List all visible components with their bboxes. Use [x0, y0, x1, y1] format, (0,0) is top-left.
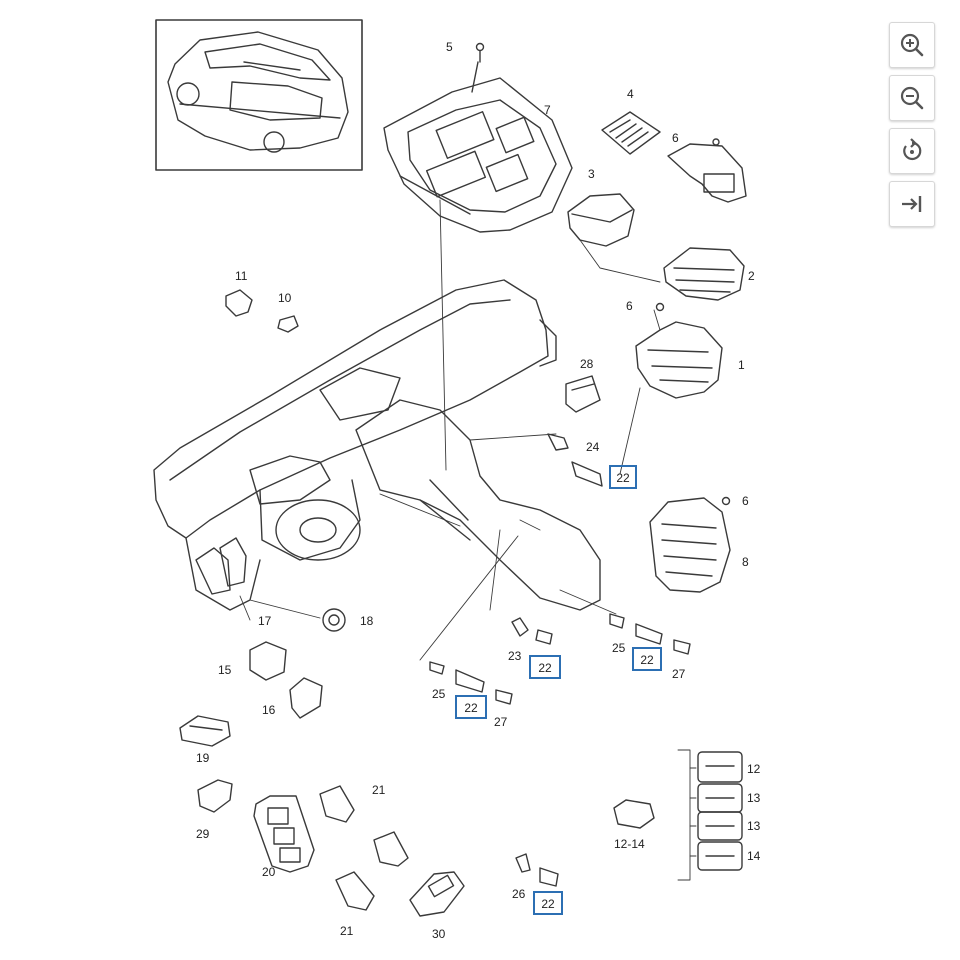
- callout-label: 7: [544, 103, 551, 117]
- part-30-switch: [409, 871, 465, 917]
- part-12-14-switch: [613, 799, 655, 829]
- callout-label: 22: [541, 897, 555, 911]
- callout-label: 26: [512, 887, 526, 901]
- callout-label: 28: [580, 357, 594, 371]
- part-1-housing: [635, 321, 723, 399]
- callout-label: 22: [538, 661, 552, 675]
- zoom-in-button[interactable]: [889, 22, 935, 68]
- callout-label: 12: [747, 762, 761, 776]
- part-16-bracket: [289, 677, 323, 719]
- bulb-parts: [429, 613, 691, 887]
- part-24-connector: [547, 433, 603, 487]
- callout-label: 1: [738, 358, 745, 372]
- highlighted-callout-22[interactable]: 22: [609, 465, 637, 489]
- callout-label: 17: [258, 614, 272, 628]
- callout-label: 20: [262, 865, 276, 879]
- part-19-panel: [179, 715, 231, 747]
- part-11-sensor: [225, 289, 253, 317]
- dashboard-assembly: [153, 279, 601, 611]
- callout-label: 29: [196, 827, 210, 841]
- callout-label: 15: [218, 663, 232, 677]
- zoom-out-button[interactable]: [889, 75, 935, 121]
- part-5-trim: [667, 143, 747, 203]
- highlighted-callout-22[interactable]: 22: [529, 655, 561, 679]
- callout-label: 14: [747, 849, 761, 863]
- callout-label: 16: [262, 703, 276, 717]
- viewer-toolbar: [889, 22, 935, 227]
- part-3-cover: [567, 193, 635, 247]
- part-8-switch-panel: [649, 497, 731, 593]
- part-29-switch: [197, 779, 233, 813]
- part-7-center-console: [383, 61, 573, 233]
- highlighted-callout-22[interactable]: 22: [455, 695, 487, 719]
- callout-label: 25: [432, 687, 446, 701]
- callout-label: 18: [360, 614, 374, 628]
- collapse-panel-button[interactable]: [889, 181, 935, 227]
- callout-label: 11: [235, 269, 248, 283]
- switch-variant-stack: [697, 751, 743, 871]
- callout-label: 5: [446, 40, 453, 54]
- reset-view-button[interactable]: [889, 128, 935, 174]
- callout-label: 13: [747, 819, 761, 833]
- callout-label: 2: [748, 269, 755, 283]
- callout-label: 24: [586, 440, 600, 454]
- callout-label: 30: [432, 927, 446, 941]
- callout-label: 6: [672, 131, 679, 145]
- callout-label: 22: [616, 471, 630, 485]
- callout-label: 25: [612, 641, 626, 655]
- part-28-module: [565, 375, 601, 413]
- highlighted-callout-22[interactable]: 22: [632, 647, 662, 671]
- callout-label: 10: [278, 291, 292, 305]
- callout-label: 22: [464, 701, 478, 715]
- part-4-mat: [601, 111, 661, 155]
- callout-label: 8: [742, 555, 749, 569]
- highlighted-callout-22[interactable]: 22: [533, 891, 563, 915]
- callout-label: 19: [196, 751, 210, 765]
- callout-label: 3: [588, 167, 595, 181]
- zoom-in-icon: [900, 33, 924, 57]
- callout-label: 27: [672, 667, 686, 681]
- arrow-right-bar-icon: [902, 196, 922, 212]
- callout-label: 13: [747, 791, 761, 805]
- callout-label: 22: [640, 653, 654, 667]
- callout-label: 21: [372, 783, 386, 797]
- part-2-vents: [663, 247, 745, 301]
- part-21-switch-b: [335, 871, 375, 911]
- part-20-window-switch: [253, 795, 315, 873]
- vehicle-locator-inset: [155, 19, 363, 171]
- callout-label: 23: [508, 649, 522, 663]
- reset-icon: [903, 138, 922, 161]
- callout-label: 27: [494, 715, 508, 729]
- part-21-switch-a: [319, 785, 409, 867]
- part-18-knob: [322, 608, 346, 632]
- callout-label: 4: [627, 87, 634, 101]
- callout-label: 6: [626, 299, 633, 313]
- part-10-clip: [277, 315, 299, 333]
- bolt-icons: [475, 42, 731, 506]
- leader-lines: [239, 199, 697, 881]
- zoom-out-icon: [900, 86, 924, 110]
- callout-label: 12-14: [614, 837, 645, 851]
- callout-label: 6: [742, 494, 749, 508]
- part-15-switch: [249, 641, 287, 681]
- callout-label: 21: [340, 924, 354, 938]
